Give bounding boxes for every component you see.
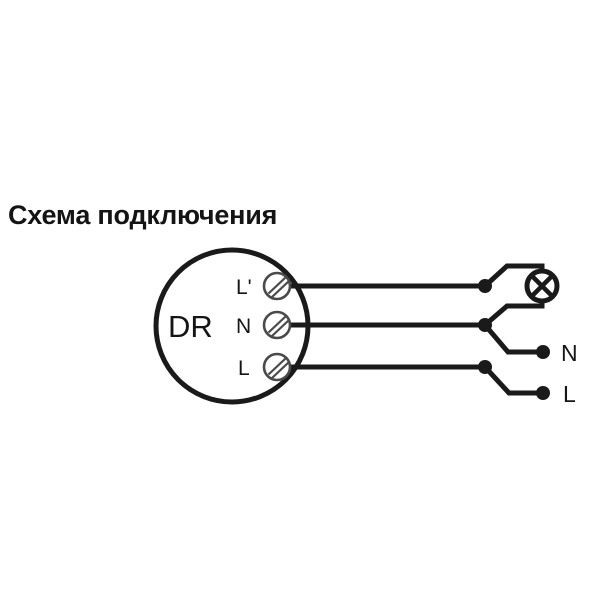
device-body-circle	[153, 247, 311, 405]
terminal-label-l: L	[238, 357, 250, 380]
terminal-label-n: N	[236, 315, 251, 338]
screw-terminal-l	[262, 352, 292, 382]
junction-l-prime	[478, 279, 492, 293]
device-name-label: DR	[168, 309, 213, 344]
supply-label-n: N	[561, 340, 578, 366]
supply-l-terminal-dot	[536, 386, 550, 400]
lamp-icon	[524, 268, 560, 304]
junction-dots	[478, 279, 550, 400]
terminal-label-l-prime: L'	[236, 276, 252, 299]
wire-l-to-supply	[483, 365, 543, 396]
wire-group	[290, 263, 545, 396]
junction-n	[478, 318, 492, 332]
wire-lamp-to-n-junction	[483, 300, 545, 327]
junction-l	[478, 360, 492, 374]
supply-label-l: L	[563, 381, 576, 407]
supply-n-terminal-dot	[536, 345, 550, 359]
screw-terminal-l-prime	[262, 271, 292, 301]
screw-terminals	[262, 271, 292, 382]
wire-n-to-supply	[483, 323, 543, 355]
screw-terminal-n	[262, 310, 292, 340]
page-title: Схема подключения	[8, 200, 278, 230]
